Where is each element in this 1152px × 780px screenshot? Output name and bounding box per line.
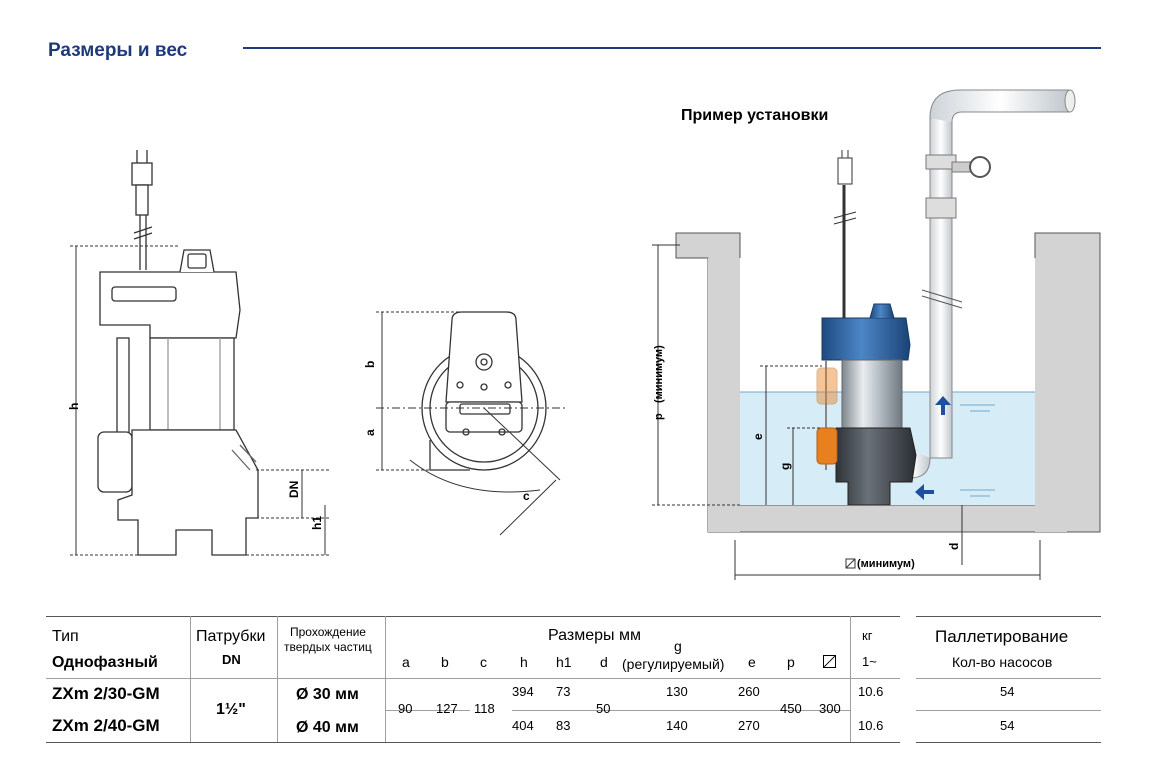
col-pallet-sub: Кол-во насосов [952, 654, 1053, 670]
dim-h-label: h [67, 403, 81, 410]
dim-p-min-label: (минимум) [653, 345, 665, 403]
row-2-e: 270 [738, 718, 760, 733]
col-solids-header-1: Прохождение [290, 625, 366, 639]
dim-c-label: c [523, 489, 530, 503]
square-symbol-icon-diag [845, 558, 856, 569]
col-pallet-header: Паллетирование [935, 627, 1069, 646]
shared-a: 90 [398, 701, 413, 716]
dim-h1-label: h1 [310, 516, 324, 530]
col-ports-sub: DN [222, 652, 241, 667]
row-2-h1: 83 [556, 718, 571, 733]
square-symbol-icon [845, 558, 856, 569]
dim-col-b: b [441, 654, 449, 670]
dim-col-e: e [748, 654, 756, 670]
dim-d-label: d [947, 543, 961, 550]
dim-col-h1: h1 [556, 654, 572, 670]
installation-drawing [675, 89, 1101, 533]
dim-a-label: a [363, 429, 377, 436]
shared-square: 300 [819, 701, 841, 716]
row-2-solids: Ø 40 мм [296, 719, 359, 736]
col-type-header: Тип [52, 628, 79, 645]
shared-d: 50 [596, 701, 611, 716]
row-1-type: ZXm 2/30-GM [52, 684, 160, 703]
row-1-pallet: 54 [1000, 684, 1015, 699]
dim-col-g: g [674, 638, 682, 654]
dim-col-d: d [600, 654, 608, 670]
col-type-sub: Однофазный [52, 654, 158, 671]
row-1-h1: 73 [556, 684, 571, 699]
shared-p: 450 [780, 701, 802, 716]
dim-width-min-label: (минимум) [857, 558, 915, 570]
front-dimensions [70, 245, 330, 556]
title-rule [243, 47, 1101, 49]
dim-e-label: e [751, 433, 765, 440]
pump-top-view [421, 311, 547, 471]
installation-dimensions [652, 244, 1041, 580]
row-2-type: ZXm 2/40-GM [52, 716, 160, 735]
specs-table: Тип Однофазный Патрубки DN Прохождение т… [46, 616, 1101, 743]
dim-col-h: h [520, 654, 528, 670]
col-kg-header: кг [862, 628, 873, 643]
row-1-e: 260 [738, 684, 760, 699]
dim-col-p: p [787, 654, 795, 670]
shared-b: 127 [436, 701, 458, 716]
row-2-kg: 10.6 [858, 718, 884, 733]
col-kg-sub: 1~ [862, 654, 877, 669]
col-ports-header: Патрубки [196, 628, 266, 645]
pump-front-view [97, 150, 259, 556]
shared-c: 118 [474, 701, 495, 716]
dim-col-a: a [402, 654, 410, 670]
dim-g-label: g [778, 463, 792, 470]
col-solids-header-2: твердых частиц [284, 640, 372, 654]
top-dimensions [376, 311, 566, 536]
technical-drawings: h DN h1 b a c [67, 89, 1101, 580]
dim-p-label: p [653, 413, 665, 420]
col-dims-header: Размеры мм [548, 627, 641, 644]
row-1-g: 130 [666, 684, 688, 699]
row-2-h: 404 [512, 718, 534, 733]
row-1-kg: 10.6 [858, 684, 884, 699]
row-2-pallet: 54 [1000, 718, 1015, 733]
row-1-solids: Ø 30 мм [296, 686, 359, 703]
row-2-g: 140 [666, 718, 688, 733]
shared-dn: 1½" [216, 701, 246, 718]
dim-b-label: b [363, 361, 377, 368]
dim-col-g-sub: (регулируемый) [622, 656, 725, 672]
section-title: Размеры и вес [48, 40, 188, 61]
row-1-h: 394 [512, 684, 534, 699]
square-col-icon [823, 655, 836, 668]
dim-dn-label: DN [287, 481, 301, 498]
dim-col-c: c [480, 654, 487, 670]
installation-title: Пример установки [681, 107, 829, 124]
